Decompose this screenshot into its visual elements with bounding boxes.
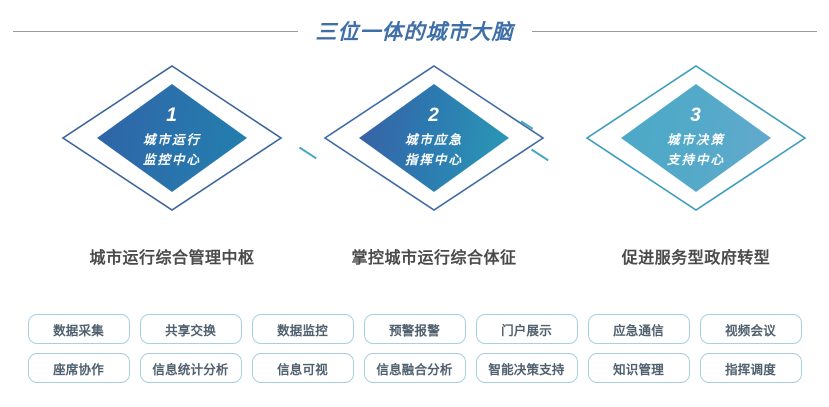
capability-pill[interactable]: 预警报警 [363,314,466,344]
capability-pill[interactable]: 门户展示 [475,314,578,344]
capability-pill[interactable]: 数据采集 [27,314,130,344]
capability-row-1: 数据采集 共享交换 数据监控 预警报警 门户展示 应急通信 视频会议 [0,314,829,344]
capability-pill[interactable]: 信息可视 [251,353,354,383]
capability-pill[interactable]: 信息统计分析 [139,353,242,383]
diamond-number-1: 1 [166,105,178,127]
capability-row-2: 座席协作 信息统计分析 信息可视 信息融合分析 智能决策支持 知识管理 指挥调度 [0,353,829,383]
diamond-line2-1: 监控中心 [142,152,201,167]
diamond-line1-1: 城市运行 [142,133,201,148]
diamond-group-2[interactable]: 2 城市应急 指挥中心 掌控城市运行综合体征 [294,62,574,292]
capability-pill[interactable]: 信息融合分析 [363,353,466,383]
capability-pill[interactable]: 视频会议 [699,314,802,344]
diamond-number-2: 2 [428,105,440,127]
diamond-line2-2: 指挥中心 [404,152,463,167]
title-rule-right [531,30,817,32]
capability-pill[interactable]: 数据监控 [251,314,354,344]
diamond-line1-3: 城市决策 [666,133,725,148]
diamond-caption-1: 城市运行综合管理中枢 [89,250,255,267]
diamond-caption-3: 促进服务型政府转型 [621,250,771,267]
capability-pill[interactable]: 座席协作 [27,353,130,383]
diamond-group-1[interactable]: 1 城市运行 监控中心 城市运行综合管理中枢 [32,62,312,292]
capability-pill[interactable]: 应急通信 [587,314,690,344]
title-rule-left [12,30,298,32]
diamond-band: 1 城市运行 监控中心 城市运行综合管理中枢 2 城市应急 指挥中心 掌控城市运… [0,62,829,292]
capability-pill[interactable]: 共享交换 [139,314,242,344]
page-title-bar: 三位一体的城市大脑 [0,14,829,48]
diamond-group-3[interactable]: 3 城市决策 支持中心 促进服务型政府转型 [556,62,829,292]
capability-pill[interactable]: 知识管理 [587,353,690,383]
outer-diamond-outline-1 [59,62,285,214]
diamond-line1-2: 城市应急 [404,133,463,148]
diamond-caption-2: 掌控城市运行综合体征 [351,250,517,267]
capability-pill[interactable]: 指挥调度 [699,353,802,383]
page-title: 三位一体的城市大脑 [315,21,514,44]
outer-diamond-outline-2 [321,62,547,214]
outer-diamond-outline-3 [583,62,809,214]
capability-pill-area: 数据采集 共享交换 数据监控 预警报警 门户展示 应急通信 视频会议 座席协作 … [0,314,829,402]
capability-pill[interactable]: 智能决策支持 [475,353,578,383]
diamond-line2-3: 支持中心 [666,152,725,167]
diamond-number-3: 3 [690,105,702,127]
